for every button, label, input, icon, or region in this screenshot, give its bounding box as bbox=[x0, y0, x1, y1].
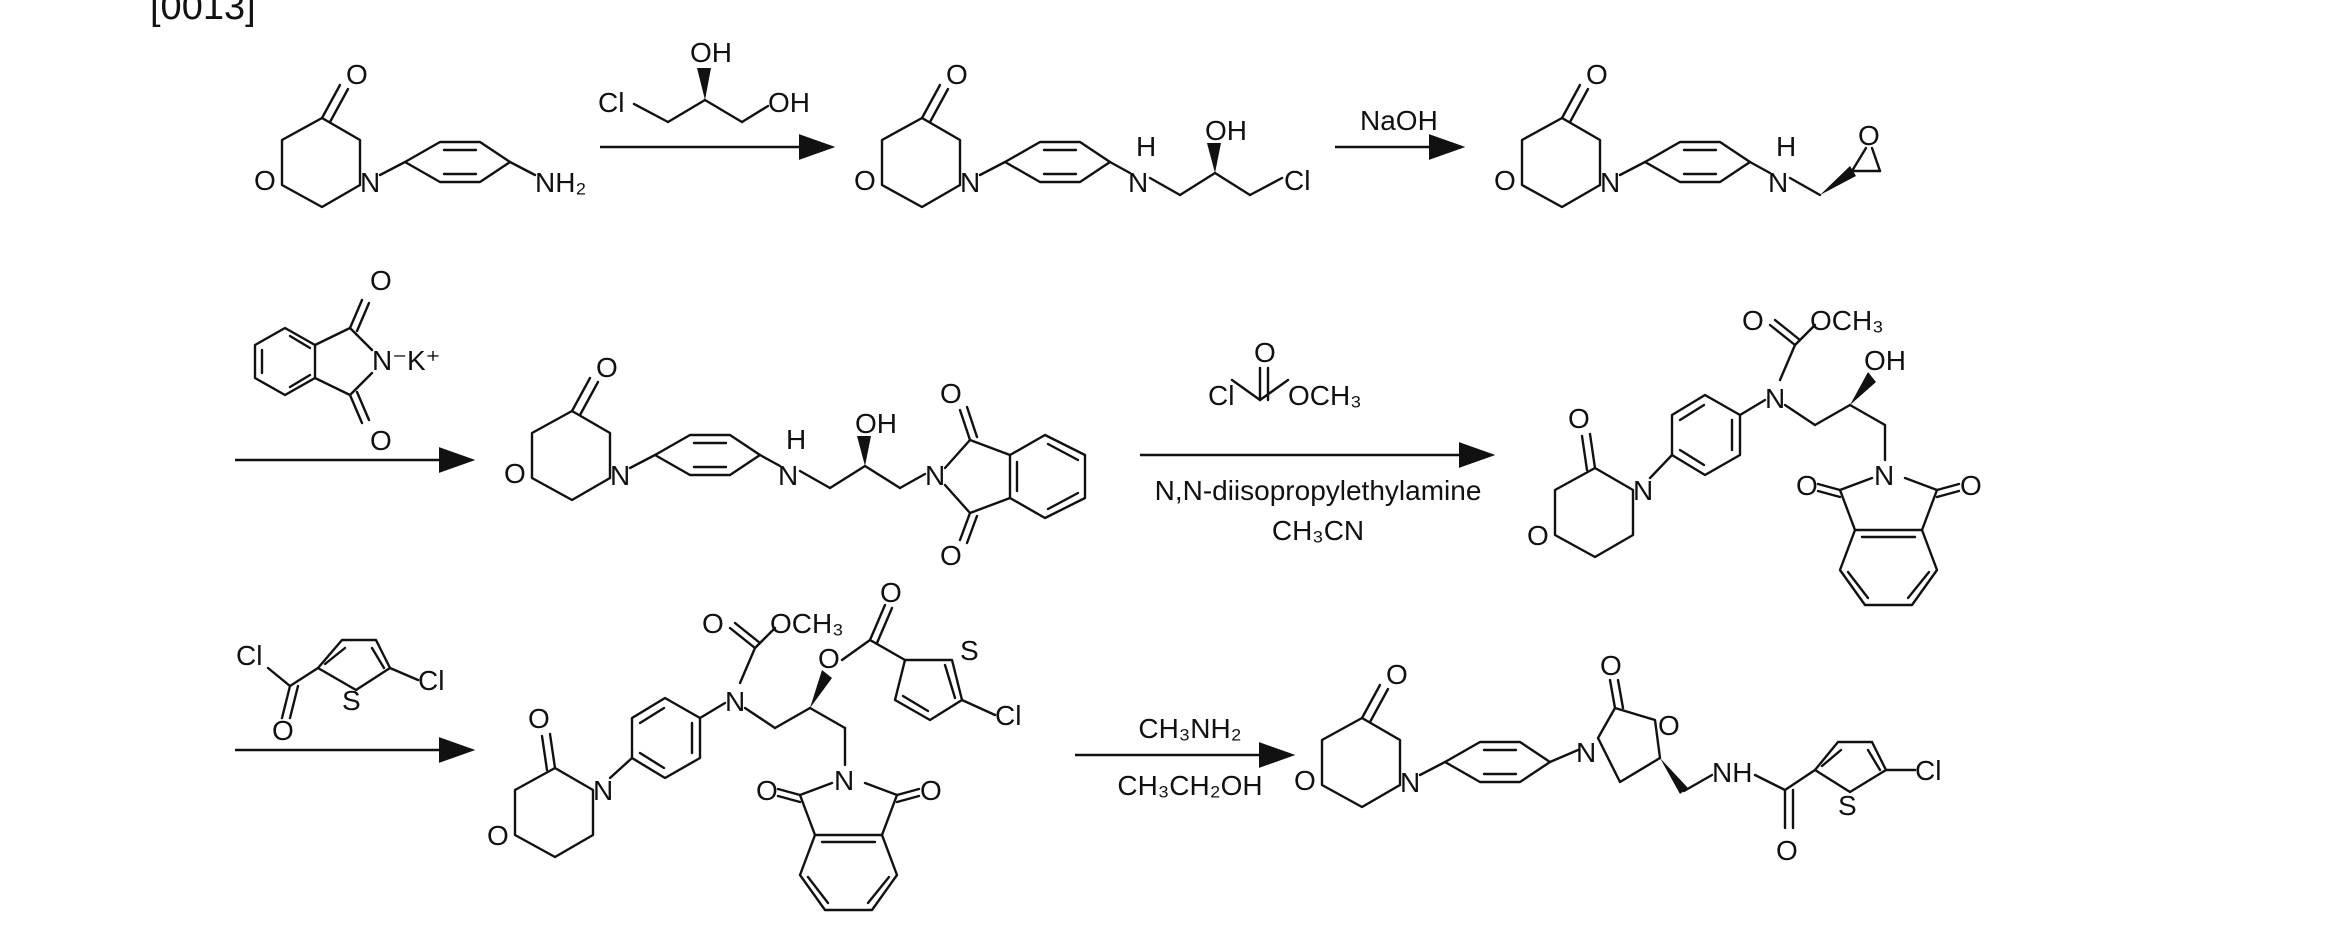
atom-o-epoxide: O bbox=[1858, 120, 1880, 151]
atom-oh: OH bbox=[855, 408, 897, 439]
atom-o-imide: O bbox=[920, 775, 942, 806]
atom-o-ring: O bbox=[1294, 765, 1316, 796]
atom-nh-n: N bbox=[1128, 167, 1148, 198]
reagent-potassium-phthalimide: O O N⁻K⁺ bbox=[253, 265, 440, 456]
atom-n-imide: N bbox=[834, 765, 854, 796]
atom-o-carbonyl: O bbox=[596, 352, 618, 383]
reagent-naoh: NaOH bbox=[1360, 105, 1438, 136]
atom-o-carbonyl: O bbox=[1254, 337, 1276, 368]
atom-oh: OH bbox=[1864, 345, 1906, 376]
atom-s: S bbox=[1838, 790, 1857, 821]
atom-o-ring: O bbox=[504, 458, 526, 489]
atom-o-carbonyl: O bbox=[1586, 59, 1608, 90]
atom-n-ring: N bbox=[960, 167, 980, 198]
atom-n-ring: N bbox=[610, 460, 630, 491]
atom-o-carbonyl: O bbox=[346, 59, 368, 90]
atom-o-oxazolidinone: O bbox=[1658, 710, 1680, 741]
atom-o-ring: O bbox=[1527, 520, 1549, 551]
atom-n-carbamate: N bbox=[725, 686, 745, 717]
atom-och3: OCH₃ bbox=[1288, 380, 1362, 411]
molecule-aminophenyl-morpholinone: O O N NH₂ bbox=[254, 59, 586, 209]
atom-o-carbonyl: O bbox=[1568, 403, 1590, 434]
atom-o-imide: O bbox=[370, 425, 392, 456]
reagent-ethanol: CH₃CH₂OH bbox=[1117, 770, 1262, 801]
atom-o-imide: O bbox=[756, 775, 778, 806]
atom-n-imide: N bbox=[925, 460, 945, 491]
molecule-epoxide-intermediate: O O N N H O bbox=[1494, 59, 1882, 209]
atom-o-carbonyl: O bbox=[880, 577, 902, 608]
reagent-methylamine: CH₃NH₂ bbox=[1138, 713, 1241, 744]
atom-o-ring: O bbox=[487, 820, 509, 851]
reagent-acetonitrile: CH₃CN bbox=[1272, 515, 1364, 546]
atom-oh: OH bbox=[768, 87, 810, 118]
atom-n-ring: N bbox=[360, 167, 380, 198]
atom-o-imide: O bbox=[1960, 470, 1982, 501]
molecule-thiophene-ester-intermediate: O O N N O OCH₃ O O bbox=[487, 577, 1021, 912]
atom-cl: Cl bbox=[236, 640, 262, 671]
atom-nh-n: N bbox=[1768, 167, 1788, 198]
molecule-carbamate-intermediate: O O N N O OCH₃ OH N bbox=[1527, 305, 1982, 607]
molecule-chlorohydrin-intermediate: O O N N H OH Cl bbox=[854, 59, 1310, 209]
atom-cl: Cl bbox=[1915, 755, 1941, 786]
atom-o-carbonyl: O bbox=[946, 59, 968, 90]
atom-cl: Cl bbox=[1208, 380, 1234, 411]
atom-n-oxazolidinone: N bbox=[1576, 737, 1596, 768]
atom-n-carbamate: N bbox=[1765, 383, 1785, 414]
atom-oh: OH bbox=[690, 37, 732, 68]
atom-nh-h: H bbox=[1136, 131, 1156, 162]
atom-n-k: N⁻K⁺ bbox=[372, 345, 440, 376]
atom-o-carbonyl: O bbox=[528, 703, 550, 734]
atom-s: S bbox=[342, 685, 361, 716]
atom-s: S bbox=[960, 635, 979, 666]
atom-o-carbonyl: O bbox=[1742, 305, 1764, 336]
atom-nh2: NH₂ bbox=[535, 167, 586, 198]
atom-n-imide: N bbox=[1874, 460, 1894, 491]
atom-o-ring: O bbox=[254, 165, 276, 196]
atom-o-imide: O bbox=[940, 540, 962, 571]
atom-o-carbonyl: O bbox=[272, 715, 294, 746]
atom-nh-h: H bbox=[786, 424, 806, 455]
reagent-methyl-chloroformate: O Cl OCH₃ bbox=[1208, 337, 1362, 411]
atom-o-imide: O bbox=[1796, 470, 1818, 501]
atom-n-ring: N bbox=[1400, 767, 1420, 798]
reagent-dipea: N,N-diisopropylethylamine bbox=[1155, 475, 1482, 506]
reagent-chloropropanediol: Cl OH OH bbox=[598, 37, 810, 124]
atom-o-carbonyl: O bbox=[1386, 659, 1408, 690]
molecule-phthalimide-amino-alcohol: O O N N H OH N O O bbox=[504, 352, 1087, 571]
atom-nh-h: H bbox=[1776, 131, 1796, 162]
atom-o-carbonyl: O bbox=[1776, 835, 1798, 866]
molecule-rivaroxaban-product: O O N N O O NH O S bbox=[1294, 650, 1941, 866]
atom-n-ring: N bbox=[1600, 167, 1620, 198]
atom-o-carbonyl: O bbox=[702, 608, 724, 639]
atom-cl: Cl bbox=[1284, 165, 1310, 196]
atom-o-ring: O bbox=[854, 165, 876, 196]
atom-och3: OCH₃ bbox=[770, 608, 844, 639]
atom-cl: Cl bbox=[995, 700, 1021, 731]
atom-o-imide: O bbox=[370, 265, 392, 296]
atom-o-ring: O bbox=[1494, 165, 1516, 196]
atom-oh: OH bbox=[1205, 115, 1247, 146]
atom-nh-n: N bbox=[778, 460, 798, 491]
atom-o-carbonyl: O bbox=[1600, 650, 1622, 681]
paragraph-reference: [0013] bbox=[150, 0, 256, 28]
atom-n-ring: N bbox=[1633, 475, 1653, 506]
atom-cl: Cl bbox=[598, 87, 624, 118]
atom-o-ester: O bbox=[818, 643, 840, 674]
atom-o-imide: O bbox=[940, 378, 962, 409]
atom-och3: OCH₃ bbox=[1810, 305, 1884, 336]
reagent-chlorothiophene-carbonyl-chloride: Cl O S Cl bbox=[236, 638, 444, 746]
atom-cl: Cl bbox=[418, 665, 444, 696]
atom-n-ring: N bbox=[593, 775, 613, 806]
atom-nh: NH bbox=[1712, 757, 1752, 788]
